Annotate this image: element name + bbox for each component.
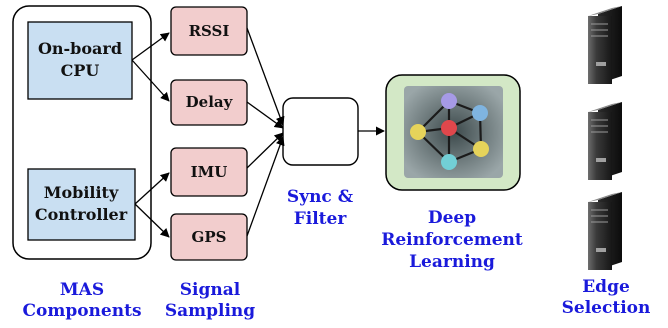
onboard-cpu-box: On-board CPU: [27, 21, 133, 100]
mobility-controller-label-line1: Mobility: [44, 183, 119, 202]
signal-gps-box: GPS: [170, 213, 248, 261]
neural-network-icon: [404, 86, 503, 178]
caption-drl-line2: Reinforcement: [381, 230, 523, 250]
caption-sync-line2: Filter: [294, 209, 348, 229]
drl-box: [385, 74, 521, 191]
signal-delay-box: Delay: [170, 79, 248, 126]
onboard-cpu-label-line2: CPU: [61, 61, 100, 80]
mobility-controller-label-line2: Controller: [35, 205, 128, 224]
caption-sampling-line2: Sampling: [165, 301, 255, 321]
arrow-cpu-to-delay: [131, 59, 170, 102]
sync-filter-box: [282, 97, 359, 166]
signal-imu-label: IMU: [191, 163, 228, 181]
caption-drl-line1: Deep: [428, 208, 476, 228]
signal-rssi-label: RSSI: [189, 22, 230, 40]
arrow-gps-to-sync: [246, 136, 285, 237]
caption-sync-line1: Sync &: [287, 187, 354, 207]
signal-delay-label: Delay: [186, 93, 234, 111]
signal-rssi-box: RSSI: [170, 6, 248, 56]
caption-edge-line2: Selection: [562, 298, 651, 318]
signal-imu-box: IMU: [170, 147, 248, 197]
arrow-cpu-to-rssi: [131, 32, 170, 61]
server-icon: [588, 192, 622, 270]
caption-mas-line2: Components: [22, 301, 141, 321]
arrow-mobility-to-gps: [134, 203, 170, 238]
onboard-cpu-label-line1: On-board: [38, 39, 122, 58]
arrow-rssi-to-sync: [246, 27, 285, 126]
server-icon: [588, 102, 622, 180]
mobility-controller-box: Mobility Controller: [27, 168, 136, 241]
signal-gps-label: GPS: [192, 228, 227, 246]
caption-edge-line1: Edge: [582, 277, 630, 297]
arrow-mobility-to-imu: [134, 172, 170, 205]
caption-mas-line1: MAS: [60, 280, 104, 300]
caption-sampling-line1: Signal: [180, 280, 241, 300]
server-icon: [588, 6, 622, 84]
caption-drl-line3: Learning: [409, 252, 495, 272]
arrow-delay-to-sync: [246, 101, 284, 129]
